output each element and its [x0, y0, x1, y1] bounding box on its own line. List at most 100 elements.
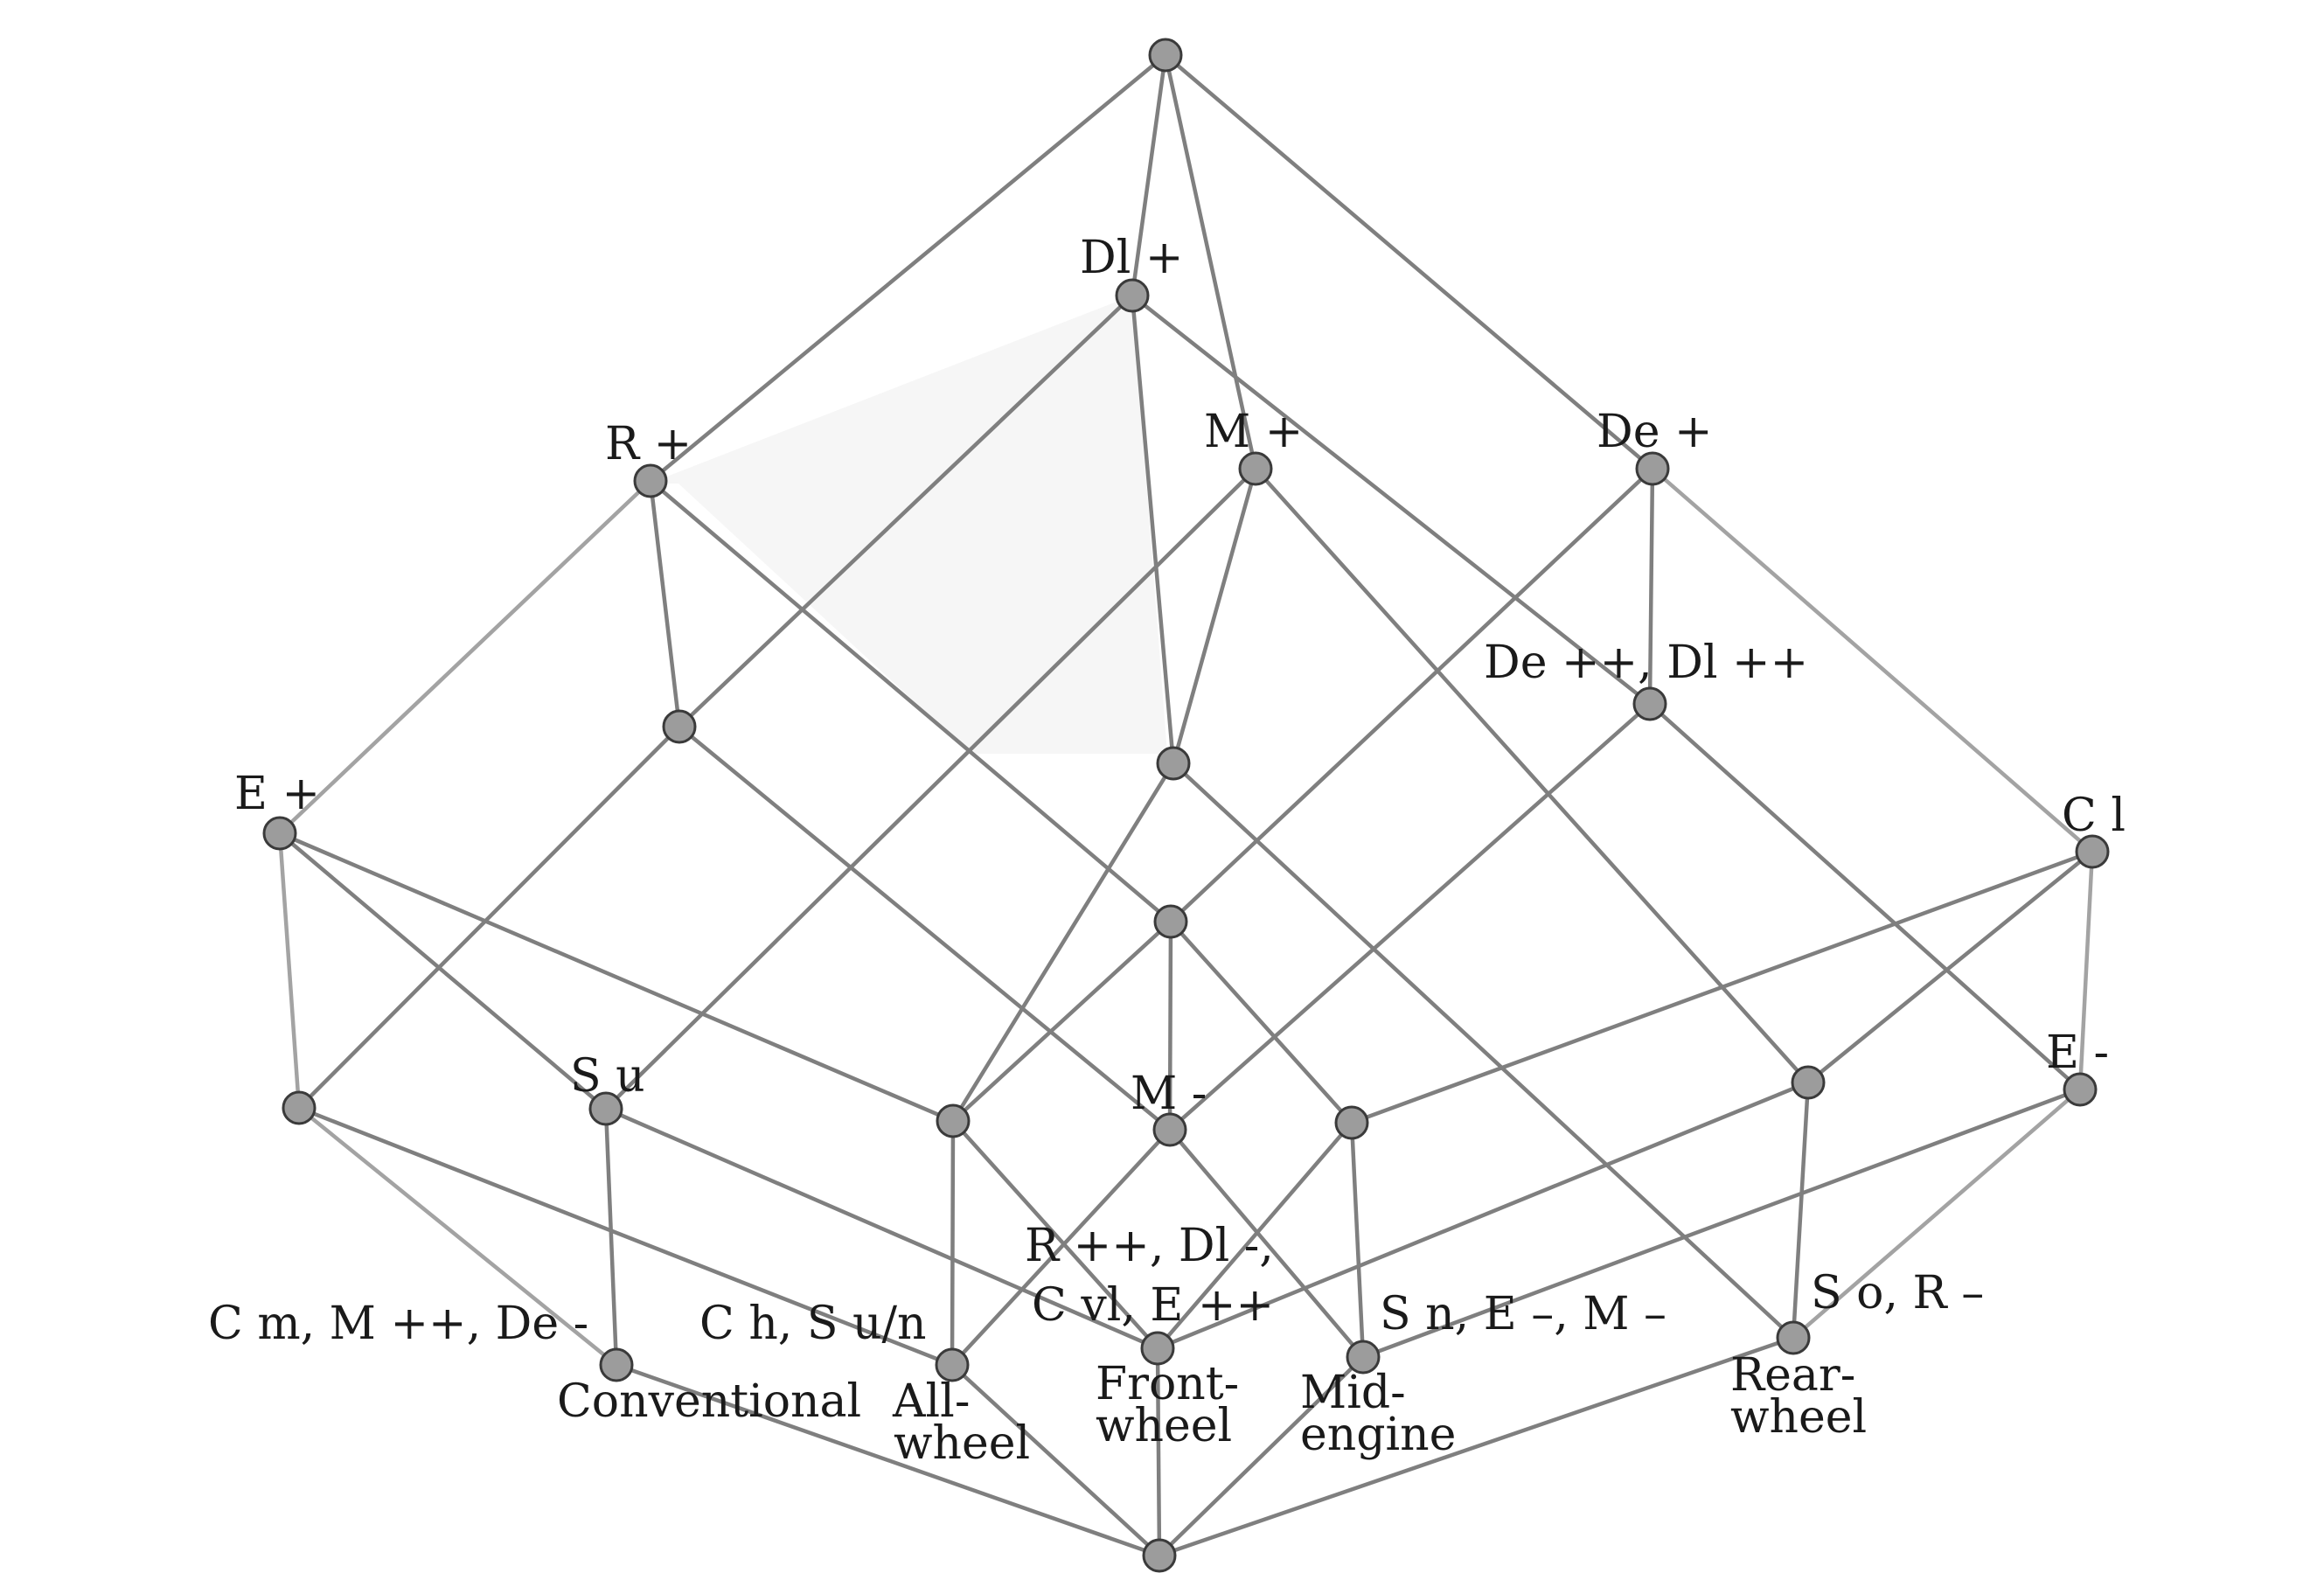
- edge: [1171, 466, 1258, 766]
- edge: [648, 52, 1168, 484]
- node-rear-wheel[interactable]: [1776, 1320, 1811, 1355]
- label-cm: C m, M ++, De -: [208, 1298, 588, 1350]
- edge: [296, 1105, 955, 1368]
- label-conventional: Conventional: [557, 1375, 861, 1428]
- label-ch: C h, S u/n: [699, 1298, 927, 1350]
- edge: [1806, 849, 2095, 1085]
- edge: [1791, 1080, 1811, 1340]
- label-c-l: C l: [2062, 790, 2126, 842]
- edge: [950, 1118, 1160, 1351]
- labels-group: Dl + R + M + De + De ++, Dl ++ E + C l S…: [208, 232, 2126, 1470]
- edge: [1157, 1335, 1796, 1558]
- edge: [677, 293, 1135, 729]
- edge: [1157, 1354, 1366, 1558]
- edge: [277, 831, 302, 1110]
- edge: [1349, 1120, 1366, 1360]
- edge: [1155, 1346, 1162, 1558]
- edge: [2077, 849, 2095, 1092]
- edge: [677, 724, 1172, 1132]
- edge: [1163, 52, 1655, 471]
- label-dl-plus: Dl +: [1080, 232, 1183, 284]
- node-m-minus[interactable]: [1152, 1112, 1187, 1147]
- edge: [1168, 466, 1655, 924]
- edge: [1130, 52, 1168, 298]
- edge: [1349, 849, 2095, 1125]
- label-de-plus: De +: [1597, 406, 1713, 458]
- label-mid-engine-1: Mid-: [1300, 1367, 1406, 1419]
- node-left-mid[interactable]: [282, 1090, 317, 1125]
- label-de-dl-plusplus: De ++, Dl ++: [1484, 637, 1808, 689]
- edges-group: [277, 52, 2095, 1558]
- node-de-dl-plusplus[interactable]: [1632, 686, 1667, 721]
- node-center[interactable]: [1153, 904, 1188, 939]
- label-s-u: S u: [570, 1050, 645, 1103]
- edge: [1650, 466, 2095, 854]
- label-e-minus: E -: [2046, 1027, 2109, 1079]
- edge: [603, 1106, 619, 1368]
- label-r-dl-line1: R ++, Dl -,: [1025, 1220, 1274, 1272]
- node-e-plus[interactable]: [262, 816, 297, 851]
- edge: [1163, 52, 1258, 471]
- label-front-wheel-1: Front-: [1096, 1358, 1239, 1410]
- label-rear-wheel-1: Rear-: [1730, 1349, 1855, 1402]
- edge: [1167, 919, 1173, 1132]
- edge: [1791, 1087, 2083, 1340]
- node-s-u[interactable]: [588, 1091, 623, 1126]
- label-r-dl-line2: C vl, E ++: [1032, 1279, 1274, 1332]
- node-conventional[interactable]: [599, 1347, 634, 1382]
- label-rear-wheel-2: wheel: [1730, 1391, 1867, 1444]
- edge: [1647, 701, 2083, 1092]
- edge: [1155, 1120, 1354, 1351]
- node-e-minus[interactable]: [2063, 1072, 2098, 1107]
- label-front-wheel-2: wheel: [1096, 1400, 1232, 1452]
- edge: [1130, 293, 1653, 707]
- edge: [1167, 1127, 1366, 1360]
- edge: [1130, 293, 1176, 766]
- label-sn: S n, E –, M –: [1380, 1288, 1666, 1340]
- edge: [603, 1106, 1160, 1351]
- node-m-plus[interactable]: [1238, 451, 1273, 486]
- edge: [603, 466, 1258, 1111]
- node-rdl[interactable]: [662, 709, 697, 744]
- edge: [277, 478, 653, 836]
- node-mid-a[interactable]: [936, 1103, 971, 1138]
- node-mid-engine[interactable]: [1346, 1340, 1381, 1375]
- nodes-group: [262, 38, 2110, 1573]
- edge: [1168, 919, 1354, 1125]
- edge: [614, 1362, 1162, 1558]
- edge: [950, 1127, 1172, 1368]
- edge: [1647, 466, 1655, 707]
- node-bottom[interactable]: [1142, 1538, 1177, 1573]
- edge: [950, 761, 1176, 1124]
- edge: [648, 478, 1173, 924]
- edge: [296, 1105, 619, 1368]
- edge: [1253, 466, 1811, 1085]
- edge: [950, 1362, 1162, 1558]
- node-front-wheel[interactable]: [1140, 1331, 1175, 1366]
- edge: [296, 724, 682, 1110]
- edge: [1171, 761, 1796, 1340]
- node-top[interactable]: [1148, 38, 1183, 73]
- label-all-wheel-1: All-: [892, 1375, 970, 1428]
- edge: [648, 478, 682, 729]
- label-m-plus: M +: [1204, 406, 1303, 458]
- node-right-mid[interactable]: [1791, 1065, 1826, 1100]
- edge: [1360, 1087, 2083, 1360]
- node-mid-b[interactable]: [1334, 1105, 1369, 1140]
- edge: [950, 919, 1173, 1124]
- label-mid-engine-2: engine: [1300, 1409, 1456, 1461]
- node-dl-plus[interactable]: [1115, 278, 1150, 313]
- label-m-minus: M -: [1131, 1068, 1207, 1120]
- node-de-plus[interactable]: [1635, 451, 1670, 486]
- node-r-plus[interactable]: [633, 463, 668, 498]
- node-c-l[interactable]: [2075, 834, 2110, 869]
- node-all-wheel[interactable]: [935, 1347, 970, 1382]
- label-r-plus: R +: [605, 418, 692, 470]
- highlighted-face: [649, 296, 1167, 754]
- label-e-plus: E +: [234, 768, 320, 820]
- edge: [1167, 701, 1653, 1132]
- edge: [1155, 1080, 1811, 1351]
- edge: [277, 831, 956, 1124]
- node-dlm[interactable]: [1156, 746, 1191, 781]
